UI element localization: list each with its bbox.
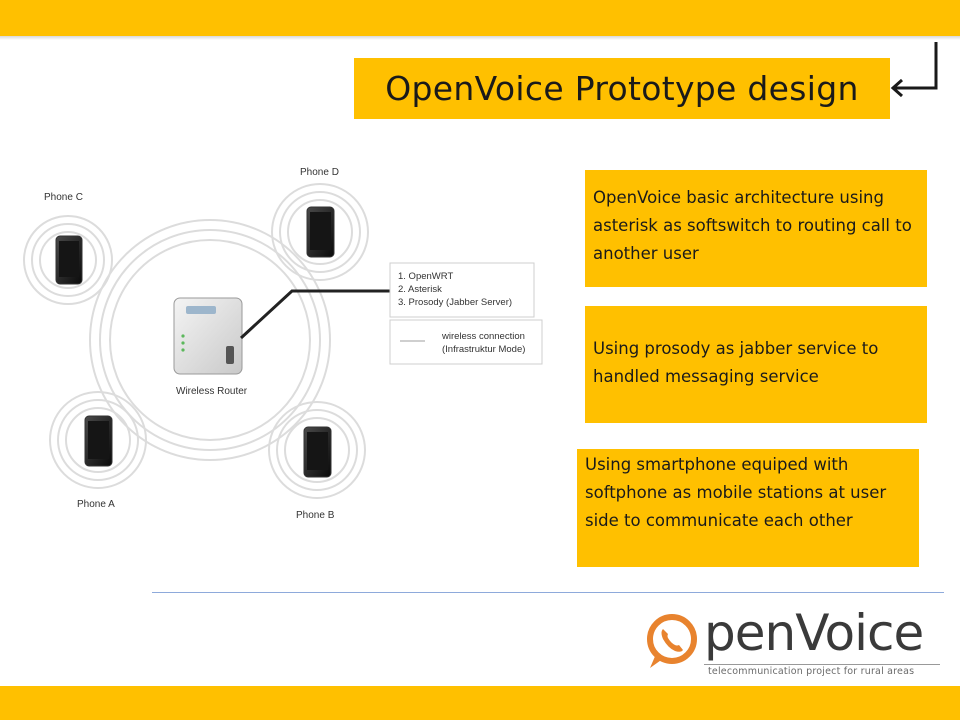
logo-tagline: telecommunication project for rural area… — [708, 666, 915, 677]
router-software-item: 2. Asterisk — [398, 284, 442, 295]
phone-a-label: Phone A — [77, 499, 115, 510]
footer-divider — [152, 592, 944, 593]
info-box-smartphone: Using smartphone equiped with softphone … — [577, 449, 919, 567]
info-box-text: Using prosody as jabber service to handl… — [593, 339, 879, 386]
legend-text: (Infrastruktur Mode) — [442, 344, 525, 355]
wireless-router-icon — [173, 297, 243, 375]
router-software-item: 1. OpenWRT — [398, 271, 453, 282]
phone-d-label: Phone D — [300, 167, 339, 178]
router-software-item: 3. Prosody (Jabber Server) — [398, 297, 512, 308]
architecture-diagram: Phone C Phone D Phone A Phone B Wireless… — [23, 167, 543, 521]
slide-title: OpenVoice Prototype design — [385, 69, 859, 108]
top-bar-shadow — [0, 36, 960, 40]
top-accent-bar — [0, 0, 960, 36]
router-software-box — [389, 262, 535, 318]
phone-b-node — [268, 401, 366, 499]
openvoice-logo: penVoice telecommunication project for r… — [646, 604, 946, 682]
logo-wordmark: penVoice — [704, 604, 924, 662]
phone-a-node — [49, 391, 147, 489]
info-box-text: OpenVoice basic architecture using aster… — [593, 188, 912, 263]
info-box-text: Using smartphone equiped with softphone … — [585, 455, 887, 530]
legend-text: wireless connection — [441, 331, 525, 342]
bottom-accent-bar — [0, 686, 960, 720]
info-box-prosody: Using prosody as jabber service to handl… — [585, 306, 927, 423]
phone-d-node — [271, 183, 369, 281]
logo-underline — [704, 664, 940, 665]
phone-c-node — [23, 215, 113, 305]
slide-title-box: OpenVoice Prototype design — [354, 58, 890, 119]
info-box-architecture: OpenVoice basic architecture using aster… — [585, 170, 927, 287]
return-arrow-icon[interactable] — [888, 40, 940, 100]
router-connector-line — [239, 289, 390, 340]
phone-c-label: Phone C — [44, 192, 83, 203]
router-label: Wireless Router — [176, 386, 248, 397]
phone-bubble-icon — [647, 614, 697, 668]
phone-b-label: Phone B — [296, 510, 335, 521]
router-coverage-rings — [89, 219, 331, 461]
